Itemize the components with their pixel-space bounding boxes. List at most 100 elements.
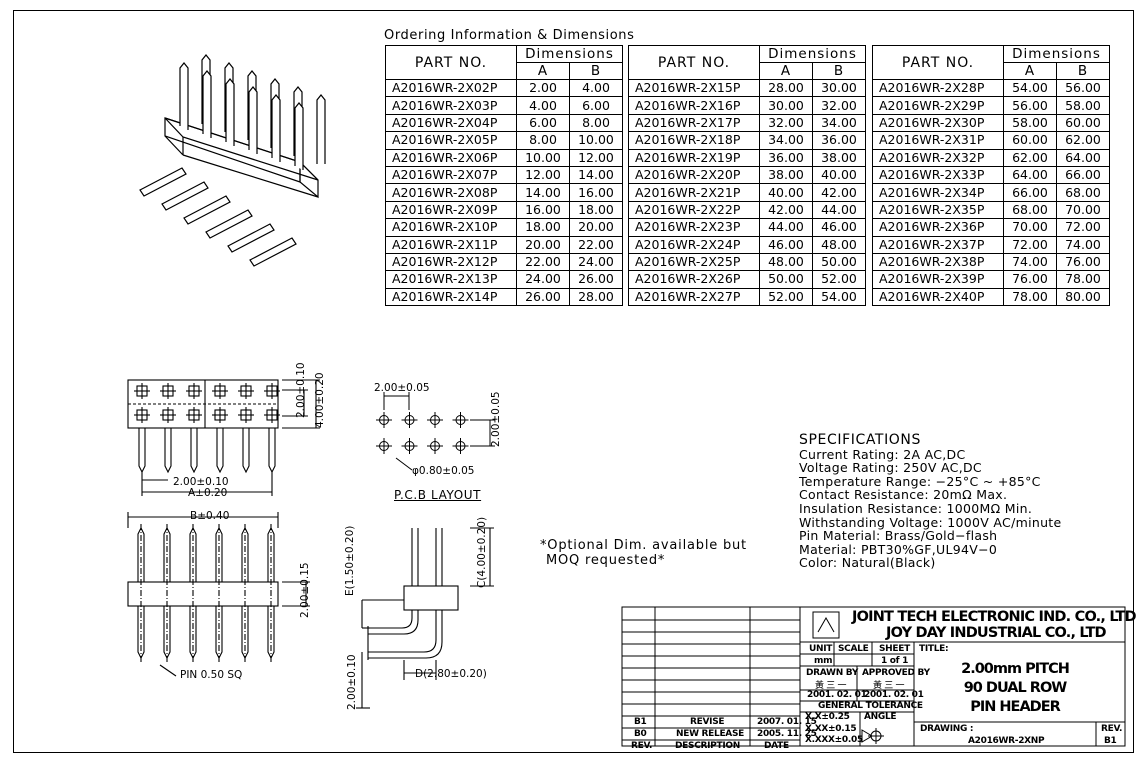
dim-b-value: 42.00 [812, 183, 866, 202]
approved-by-label: APPROVED BY [862, 668, 930, 678]
dim-a-value: 78.00 [1003, 287, 1057, 307]
iso-bent-pin [205, 209, 253, 239]
part-number: A2016WR-2X03P [385, 96, 517, 115]
iso-bent-pin [227, 223, 275, 253]
spec-line: Current Rating: 2A AC,DC [799, 446, 966, 462]
spec-line: Contact Resistance: 20mΩ Max. [799, 487, 1008, 503]
rev2-desc: NEW RELEASE [676, 729, 744, 739]
part-number: A2016WR-2X07P [385, 165, 517, 185]
date-head: DATE [764, 741, 789, 751]
side-b-label: B±0.40 [190, 510, 230, 522]
desc-head: DESCRIPTION [675, 741, 740, 751]
front-pin-tail [268, 428, 276, 474]
spec-line: Color: Natural(Black) [799, 555, 936, 571]
title-block-grid [621, 606, 1126, 747]
front-pin-tail [216, 428, 224, 474]
front-h1-label: 2.00±0.10 [295, 362, 307, 418]
front-h2-label: 4.00±0.20 [314, 372, 326, 428]
dim-a-value: 66.00 [1003, 183, 1057, 202]
front-pin-tail [190, 428, 198, 474]
company-name-1: JOINT TECH ELECTRONIC IND. CO., LTD [852, 609, 1137, 625]
rev2-date: 2005. 11. 25 [757, 729, 817, 739]
part-number: A2016WR-2X40P [872, 287, 1004, 307]
part-number: A2016WR-2X08P [385, 183, 517, 202]
part-number: A2016WR-2X27P [628, 287, 760, 307]
dim-b-value: 36.00 [812, 131, 866, 150]
dim-a-value: 42.00 [759, 200, 813, 220]
dim-b-value: 58.00 [1056, 96, 1110, 115]
front-pin-tail [138, 428, 146, 474]
sheet-value: 1 of 1 [881, 656, 909, 666]
spec-line: Voltage Rating: 250V AC,DC [799, 460, 982, 476]
dim-a-value: 8.00 [516, 131, 570, 150]
part-number: A2016WR-2X18P [628, 131, 760, 150]
title-line-3: PIN HEADER [970, 699, 1061, 715]
part-number: A2016WR-2X12P [385, 252, 517, 272]
part-no-header: PART NO. [385, 45, 517, 80]
drawn-name: 黃 三 一 [815, 681, 847, 691]
dim-a-value: 4.00 [516, 96, 570, 115]
title-label: TITLE: [919, 644, 949, 654]
part-number: A2016WR-2X16P [628, 96, 760, 115]
dim-b-value: 38.00 [812, 148, 866, 167]
optional-note-line-2: MOQ requested* [546, 553, 666, 568]
front-pin-tail [242, 428, 250, 474]
dim-b-value: 28.00 [569, 287, 623, 307]
tolerance-3: X.XXX±0.05 [805, 735, 863, 745]
iso-pin [202, 70, 212, 138]
angle-label: ANGLE [864, 712, 897, 722]
unit-value: mm [814, 656, 833, 666]
spec-line: Insulation Resistance: 1000MΩ Min. [799, 500, 1033, 516]
part-number: A2016WR-2X14P [385, 287, 517, 307]
iso-bent-pin [161, 181, 209, 211]
part-number: A2016WR-2X28P [872, 78, 1004, 98]
isometric-view [139, 54, 326, 267]
front-pin-tail [164, 428, 172, 474]
unit-label: UNIT [809, 644, 833, 654]
dim-a-value: 12.00 [516, 165, 570, 185]
spec-line: Withstanding Voltage: 1000V AC/minute [799, 514, 1062, 530]
part-number: A2016WR-2X17P [628, 113, 760, 133]
long-side-view [127, 512, 310, 677]
dim-b-value: 44.00 [812, 200, 866, 220]
dim-a-value: 2.00 [516, 78, 570, 98]
iso-pin [179, 62, 189, 130]
dim-a-value: 64.00 [1003, 165, 1057, 185]
pcb-layout-label: P.C.B LAYOUT [394, 488, 482, 502]
drawn-by-label: DRAWN BY [806, 668, 859, 678]
dim-a-value: 28.00 [759, 78, 813, 98]
spec-line: Temperature Range: −25°C ~ +85°C [799, 473, 1041, 489]
dim-b-value: 34.00 [812, 113, 866, 133]
side-h-label: 2.00±0.15 [299, 562, 311, 618]
ordering-title: Ordering Information & Dimensions [384, 28, 635, 43]
front-pitch-label: 2.00±0.10 [173, 476, 229, 488]
dim-a-value: 20.00 [516, 235, 570, 254]
iso-bent-pin [183, 195, 231, 225]
dim-b-value: 78.00 [1056, 270, 1110, 289]
tolerance-1: X.X±0.25 [805, 712, 850, 722]
